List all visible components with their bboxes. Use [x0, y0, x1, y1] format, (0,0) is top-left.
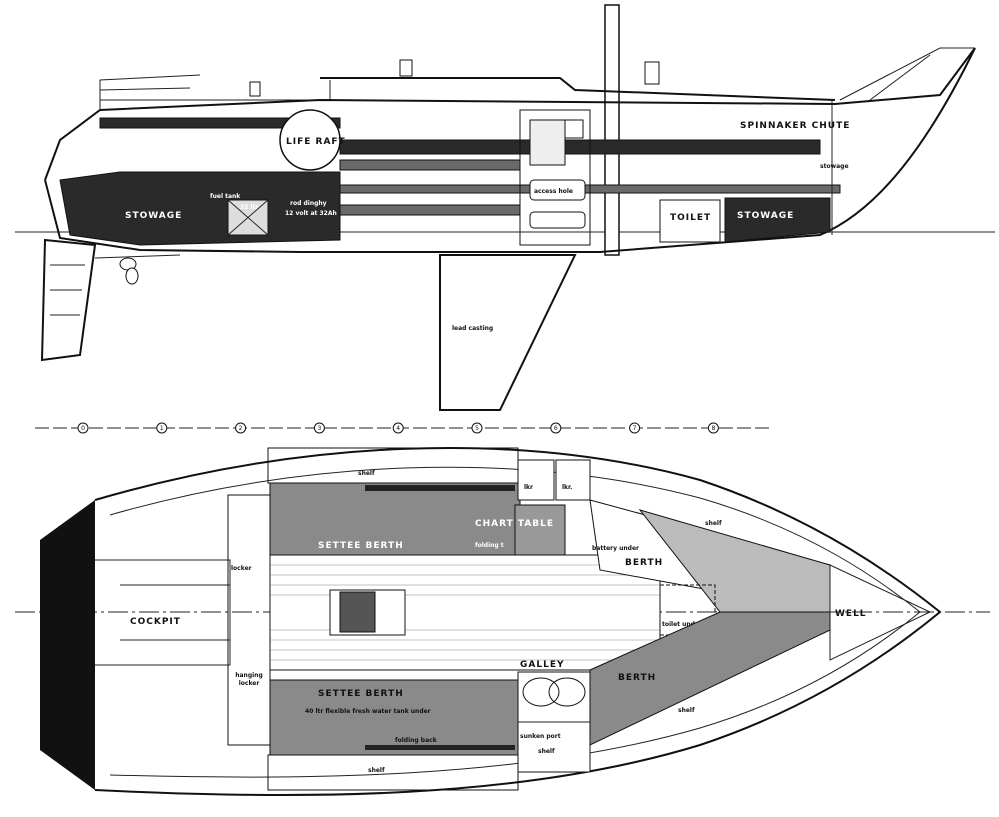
- shelf-bottom-label: shelf: [368, 767, 385, 774]
- settee-berth-stbd-label: SETTEE BERTH: [318, 689, 404, 699]
- stove-icon: [522, 677, 586, 707]
- folding-table-label: folding t: [475, 542, 504, 549]
- aft-stowage-area: [59, 171, 341, 246]
- vent-icon: [644, 61, 660, 85]
- shelf-galley-label: shelf: [538, 748, 555, 755]
- fuel-capacity-label: 32 ltr: [240, 204, 258, 211]
- chart-table: [514, 504, 566, 556]
- access-panel: [529, 211, 586, 229]
- access-hole-label: access hole: [534, 188, 573, 195]
- shelf-top-label: shelf: [358, 470, 375, 477]
- locker-column: [227, 494, 271, 746]
- stowage-fwd-label: STOWAGE: [737, 211, 794, 221]
- station-marker: [235, 422, 247, 434]
- station-marker: [471, 422, 483, 434]
- station-number: 5: [475, 425, 479, 432]
- station-number: 8: [711, 425, 715, 432]
- transom: [40, 500, 95, 790]
- station-number: 4: [396, 425, 400, 432]
- shelf-top: [267, 447, 519, 484]
- stowage-aft-label: STOWAGE: [125, 211, 182, 221]
- stowage-bow-label: stowage: [820, 163, 849, 170]
- shelf-fwd-port-label: shelf: [705, 520, 722, 527]
- station-marker: [392, 422, 404, 434]
- toilet-under-label: toilet under: [662, 621, 702, 628]
- station-marker: [629, 422, 641, 434]
- fuel-tank-label: fuel tank: [210, 193, 241, 200]
- cockpit-label: COCKPIT: [130, 617, 181, 627]
- stern-pushpit: [99, 74, 201, 110]
- hanging-locker-label: hanging locker: [235, 672, 263, 687]
- station-number: 7: [633, 425, 637, 432]
- bulkhead: [519, 109, 591, 246]
- berth-fwd-stbd-label: BERTH: [618, 673, 656, 683]
- cabin-top: [320, 77, 836, 101]
- chart-table-label: CHART TABLE: [475, 519, 554, 529]
- station-line: 0 1 2 3 4 5 6 7 8: [35, 422, 770, 434]
- lead-casting-label: lead casting: [452, 325, 493, 332]
- berth-fwd-stbd: [589, 611, 831, 746]
- station-marker: [550, 422, 562, 434]
- settee-berth-port-label: SETTEE BERTH: [318, 541, 404, 551]
- locker-2: [555, 459, 591, 501]
- coaming-line: [100, 80, 331, 101]
- winch-icon: [249, 81, 261, 97]
- spinnaker-chute-label: SPINNAKER CHUTE: [740, 121, 850, 131]
- station-number: 0: [81, 425, 85, 432]
- interior-band: [339, 204, 521, 216]
- deck-line: [44, 47, 976, 181]
- mast: [604, 4, 620, 256]
- plan-view: COCKPIT locker hanging locker shelf SETT…: [15, 446, 990, 797]
- station-number: 1: [160, 425, 164, 432]
- interior-band: [339, 139, 821, 155]
- table-leaf: [339, 591, 376, 633]
- interior-band: [339, 159, 521, 171]
- access-hole: [529, 179, 586, 201]
- sunken-port-label: sunken port: [520, 733, 561, 740]
- life-raft-label: LIFE RAFT: [286, 137, 346, 147]
- locker-2-label: lkr.: [562, 484, 572, 491]
- toilet-label: TOILET: [670, 213, 711, 223]
- cabin-sole: [269, 554, 661, 671]
- station-marker: [313, 422, 325, 434]
- water-tank-label: 40 ltr flexible fresh water tank under: [305, 708, 431, 715]
- rudder: [40, 238, 97, 362]
- keel: [439, 254, 577, 411]
- locker-1-label: lkr: [524, 484, 533, 491]
- bow-pulpit: [839, 47, 975, 101]
- locker-1: [517, 459, 555, 501]
- shelf-bottom: [267, 754, 519, 791]
- berth-fwd-port-label: BERTH: [625, 558, 663, 568]
- locker-label: locker: [231, 565, 252, 572]
- well-label: WELL: [835, 609, 867, 619]
- interior-band: [99, 117, 341, 129]
- toilet: [659, 199, 721, 243]
- battery-label: 12 volt at 32Ah: [285, 210, 337, 217]
- station-number: 3: [317, 425, 321, 432]
- life-raft: [279, 109, 341, 171]
- rod-dinghy-label: rod dinghy: [290, 200, 327, 207]
- hatch-icon: [399, 59, 413, 77]
- station-marker: [77, 422, 89, 434]
- hanging-locker-label-box: hanging locker: [235, 672, 263, 687]
- settee-berth-port: [269, 482, 521, 556]
- battery-under-label: battery under: [592, 545, 639, 552]
- folding-back-label: folding back: [395, 737, 438, 744]
- fwd-stowage-area: [724, 197, 831, 243]
- shelf-fwd-stbd-label: shelf: [678, 707, 695, 714]
- station-marker: [707, 422, 719, 434]
- locker-door: [529, 119, 566, 166]
- station-marker: [156, 422, 168, 434]
- profile-view: LIFE RAFT STOWAGE fuel tank 32 ltr rod d…: [15, 4, 995, 411]
- propeller-icon: [94, 254, 181, 285]
- station-number: 2: [239, 425, 243, 432]
- basin-icon: [564, 119, 584, 139]
- hull-outline: [44, 47, 976, 253]
- station-number: 6: [554, 425, 558, 432]
- galley-label: GALLEY: [520, 660, 565, 670]
